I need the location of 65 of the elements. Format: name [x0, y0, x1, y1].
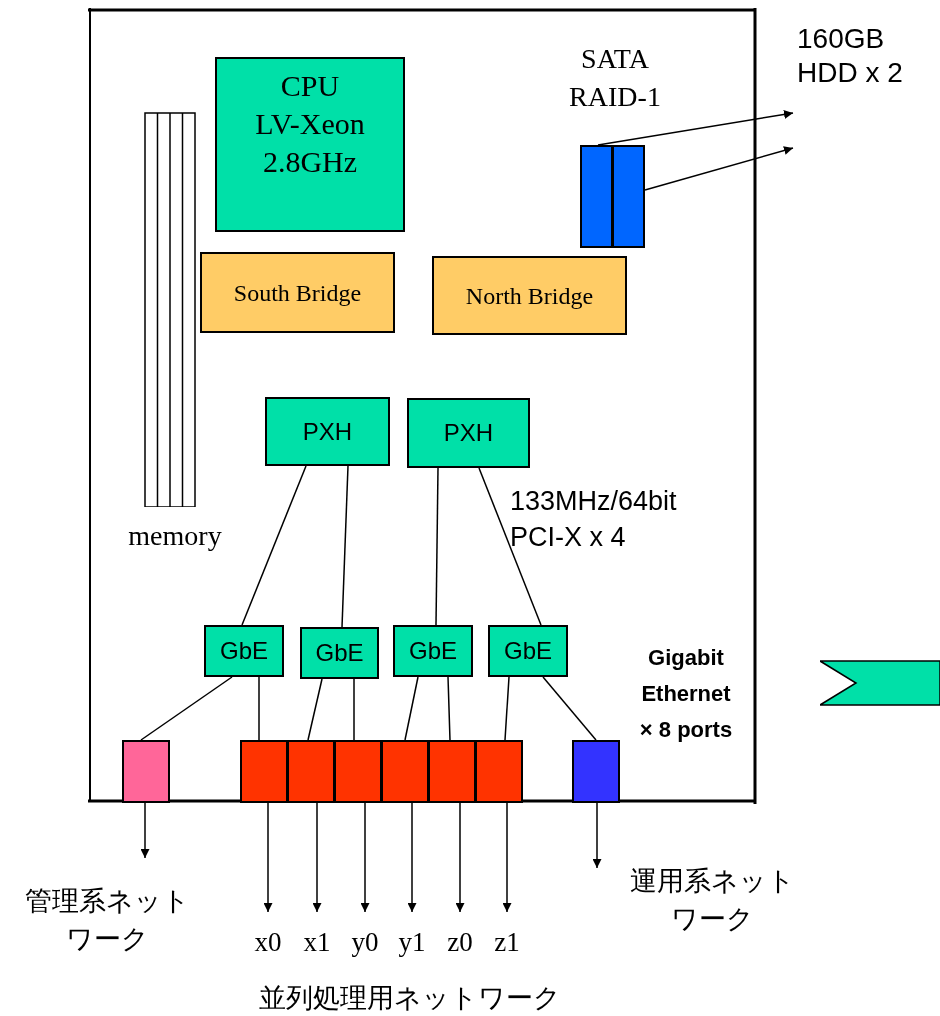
- south-bridge-chip: [200, 252, 395, 333]
- chip-label: PXH: [302, 416, 353, 447]
- arrow: [407, 802, 417, 913]
- connector-line: [447, 676, 451, 741]
- network-port: [122, 740, 170, 803]
- arrow: [502, 802, 512, 913]
- port-label: x0: [254, 925, 282, 959]
- chevron-shape: [820, 660, 940, 706]
- connector-line: [504, 676, 510, 741]
- arrow: [644, 146, 794, 191]
- arrow: [455, 802, 465, 913]
- chip-label: CPU LV-Xeon 2.8GHz: [254, 68, 366, 180]
- gbe-chip: [488, 625, 568, 677]
- disk-slot: [580, 145, 613, 248]
- network-port: [287, 740, 335, 803]
- chip-label: North Bridge: [465, 281, 594, 311]
- port-label: z1: [494, 925, 520, 959]
- connector-line: [435, 467, 439, 626]
- connector-line: [140, 676, 233, 741]
- arrow: [360, 802, 370, 913]
- arrow: [592, 802, 602, 869]
- arrow: [312, 802, 322, 913]
- gbe-chip: [393, 625, 473, 677]
- cpu-chip: [215, 57, 405, 232]
- memory-label: memory: [128, 520, 222, 551]
- network-label: 管理系ネットワーク: [24, 885, 191, 956]
- gbe-chip: [300, 627, 379, 679]
- port-label: z0: [447, 925, 473, 959]
- connector-line: [353, 678, 355, 741]
- bus-label: 133MHz/64bit PCI-X x 4: [510, 485, 678, 554]
- north-bridge-chip: [432, 256, 627, 335]
- network-label: 運用系ネットワーク: [628, 865, 796, 936]
- disk-label: 160GB HDD x 2: [797, 22, 904, 90]
- connector-line: [241, 465, 307, 626]
- connector-line: [258, 676, 260, 741]
- connector-line: [307, 678, 323, 741]
- network-port: [381, 740, 429, 803]
- pxh-chip: [407, 398, 530, 468]
- port-label: x1: [303, 925, 331, 959]
- chip-label: South Bridge: [233, 278, 362, 308]
- network-port: [475, 740, 523, 803]
- pxh-chip: [265, 397, 390, 466]
- port-label: y1: [398, 925, 426, 959]
- connector-line: [542, 676, 597, 741]
- raid-label: SATA RAID-1: [568, 42, 662, 114]
- chip-label: GbE: [409, 636, 457, 666]
- arrow: [140, 802, 150, 859]
- network-port: [334, 740, 382, 803]
- disk-slot: [612, 145, 645, 248]
- network-port: [572, 740, 620, 803]
- connector-line: [478, 467, 542, 626]
- chip-label: GbE: [504, 636, 552, 666]
- chip-label: PXH: [443, 418, 494, 448]
- network-port: [428, 740, 476, 803]
- chip-label: GbE: [315, 638, 364, 668]
- arrow: [263, 802, 273, 913]
- network-port: [240, 740, 288, 803]
- gbe-chip: [204, 625, 284, 677]
- ethernet-label: Gigabit Ethernet × 8 ports: [638, 644, 734, 744]
- connector-line: [404, 676, 419, 741]
- connector-line: [341, 465, 349, 628]
- chip-label: GbE: [220, 636, 268, 666]
- network-label: 並列処理用ネットワーク: [258, 982, 562, 1015]
- arrow: [597, 110, 794, 146]
- port-label: y0: [351, 925, 379, 959]
